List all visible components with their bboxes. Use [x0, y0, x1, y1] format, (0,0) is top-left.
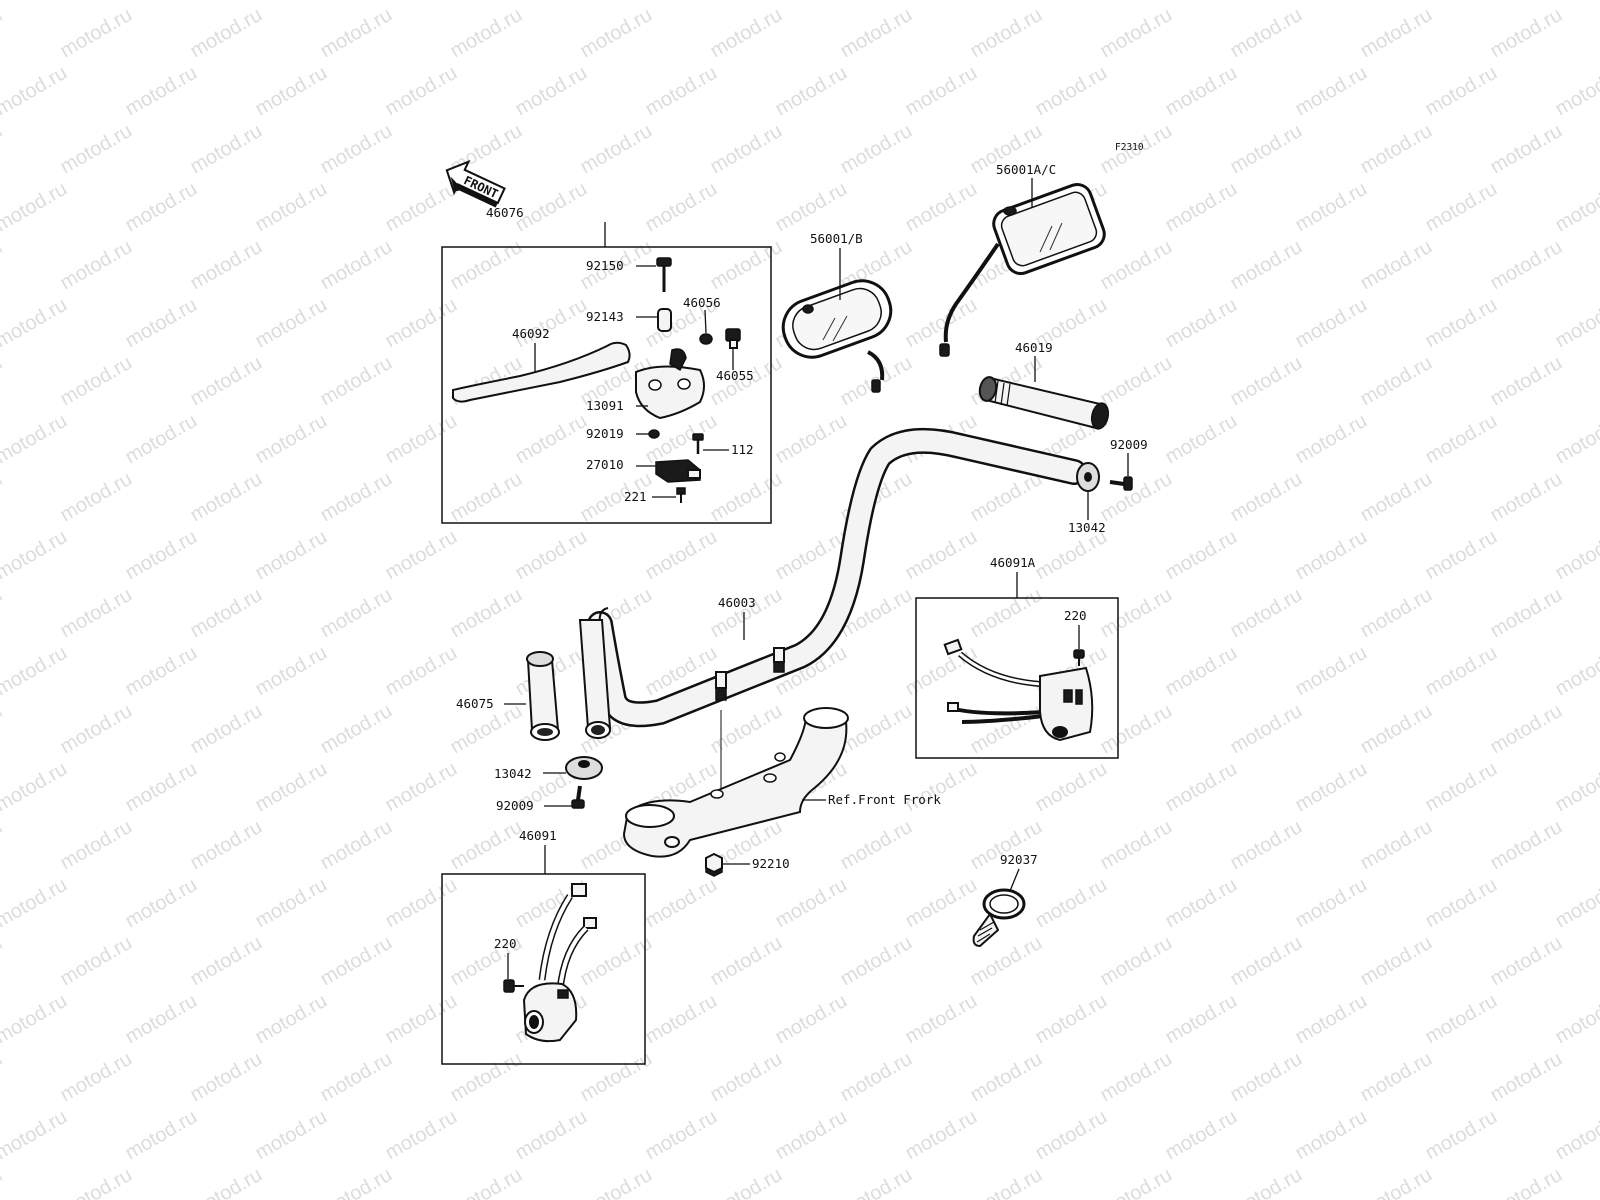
collar-92143 — [657, 308, 672, 332]
label-46092: 46092 — [512, 326, 550, 341]
label-56001B: 56001/B — [810, 231, 863, 246]
label-13042-left: 13042 — [494, 766, 532, 781]
label-ref-front-fork: Ref.Front Frork — [828, 792, 941, 807]
label-220-right: 220 — [1064, 608, 1087, 623]
diagram-code: F2310 — [1115, 142, 1144, 153]
nut-92210 — [705, 852, 723, 877]
screw-220-right — [1073, 649, 1085, 666]
upper-triple-clamp — [622, 707, 849, 858]
label-13091: 13091 — [586, 398, 624, 413]
label-221: 221 — [624, 489, 647, 504]
label-92143: 92143 — [586, 309, 624, 324]
bar-end-weight-13042-left — [565, 756, 603, 780]
screw-220-left — [503, 979, 524, 993]
label-92037: 92037 — [1000, 852, 1038, 867]
bolt-92009-right — [1109, 476, 1133, 491]
label-46076: 46076 — [486, 205, 524, 220]
label-112: 112 — [731, 442, 754, 457]
label-46019: 46019 — [1015, 340, 1053, 355]
bolt-92009-left — [571, 785, 585, 809]
handlebar-46003 — [578, 427, 1087, 739]
lever-holder-13091 — [635, 348, 705, 420]
left-grip-46075 — [526, 651, 560, 741]
label-46091: 46091 — [519, 828, 557, 843]
screw-221 — [676, 487, 686, 503]
label-13042-right: 13042 — [1068, 520, 1106, 535]
label-27010: 27010 — [586, 457, 624, 472]
label-46003: 46003 — [718, 595, 756, 610]
washer-46056 — [699, 333, 713, 345]
screw-112 — [692, 433, 704, 454]
label-92150: 92150 — [586, 258, 624, 273]
label-46075: 46075 — [456, 696, 494, 711]
label-46055: 46055 — [716, 368, 754, 383]
left-switch-housing — [522, 883, 597, 1043]
front-arrow-icon: FRONT — [445, 159, 506, 208]
lever-46092 — [452, 341, 631, 403]
throttle-grip-46019 — [978, 376, 1110, 430]
left-switch-group-box — [441, 873, 646, 1065]
leader-92037 — [1009, 868, 1020, 892]
bar-end-weight-13042-right — [1076, 462, 1100, 492]
mirror-56001B — [781, 279, 893, 393]
bolt-92150 — [656, 257, 672, 292]
label-92009-right: 92009 — [1110, 437, 1148, 452]
nut-92019 — [648, 429, 660, 439]
right-switch-housing — [943, 638, 1094, 742]
label-220-left: 220 — [494, 936, 517, 951]
label-46091A: 46091A — [990, 555, 1036, 570]
clamp-92037 — [972, 888, 1026, 948]
switch-27010 — [655, 459, 701, 483]
label-92210: 92210 — [752, 856, 790, 871]
clutch-lever-group-box — [441, 246, 772, 524]
mirror-56001AC — [939, 182, 1106, 357]
label-46056: 46056 — [683, 295, 721, 310]
adjuster-46055 — [725, 328, 741, 349]
leader-46056 — [704, 309, 707, 334]
label-92019: 92019 — [586, 426, 624, 441]
label-56001AC: 56001A/C — [996, 162, 1056, 177]
label-92009-left: 92009 — [496, 798, 534, 813]
